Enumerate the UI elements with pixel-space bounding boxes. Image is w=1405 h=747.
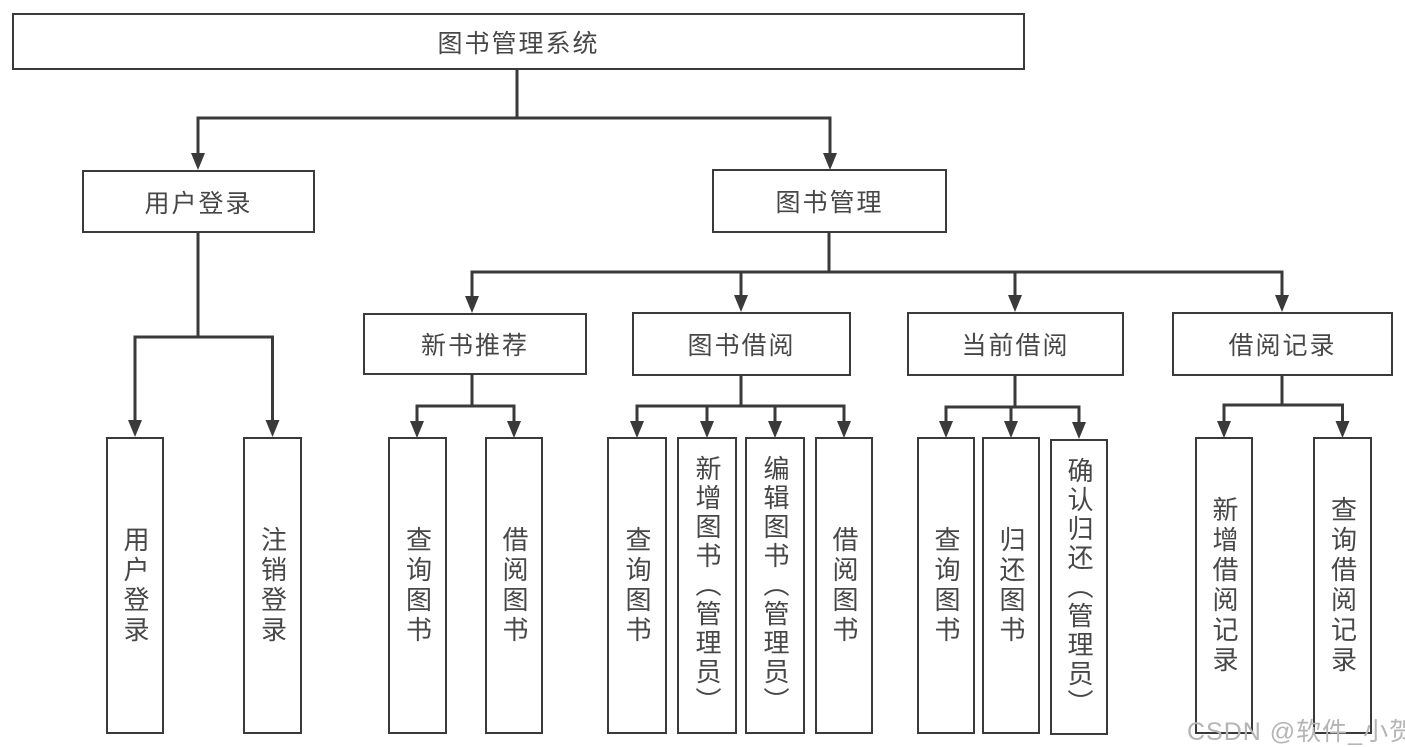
node-book-borrow: 图书借阅 bbox=[632, 312, 851, 376]
leaf-return-books: 归还图书 bbox=[982, 437, 1040, 734]
leaf-label: 查询借阅记录 bbox=[1327, 495, 1358, 676]
leaf-label: 借阅图书 bbox=[829, 525, 859, 646]
leaf-add-borrow-record: 新增借阅记录 bbox=[1195, 437, 1253, 734]
node-book-management: 图书管理 bbox=[712, 169, 947, 233]
leaf-label: 归还图书 bbox=[996, 525, 1026, 646]
node-borrow-records: 借阅记录 bbox=[1172, 312, 1393, 376]
leaf-query-books-borrow: 查询图书 bbox=[607, 437, 667, 734]
node-user-login: 用户登录 bbox=[82, 170, 315, 233]
node-label: 当前借阅 bbox=[961, 332, 1070, 360]
leaf-confirm-return-admin: 确认归还（管理员） bbox=[1050, 439, 1108, 735]
leaf-label: 编辑图书（管理员） bbox=[760, 455, 790, 716]
node-new-book-recommend: 新书推荐 bbox=[363, 313, 587, 375]
leaf-add-books-admin: 新增图书（管理员） bbox=[677, 437, 737, 734]
leaf-label: 借阅图书 bbox=[499, 525, 529, 646]
csdn-watermark: CSDN @软件_小贺同学 bbox=[1187, 718, 1405, 746]
node-label: 图书管理系统 bbox=[437, 29, 600, 58]
leaf-label: 新增借阅记录 bbox=[1209, 495, 1239, 676]
node-current-borrow: 当前借阅 bbox=[907, 312, 1124, 376]
leaf-user-login: 用户登录 bbox=[106, 437, 164, 734]
leaf-label: 注销登录 bbox=[257, 525, 288, 646]
leaf-label: 查询图书 bbox=[931, 525, 961, 646]
leaf-query-books-current: 查询图书 bbox=[917, 437, 975, 734]
node-label: 图书借阅 bbox=[687, 332, 796, 360]
leaf-label: 新增图书（管理员） bbox=[692, 455, 722, 716]
leaf-borrow-books-recommend: 借阅图书 bbox=[485, 437, 543, 734]
leaf-query-books-recommend: 查询图书 bbox=[388, 437, 447, 734]
leaf-borrow-books: 借阅图书 bbox=[815, 437, 873, 734]
leaf-edit-books-admin: 编辑图书（管理员） bbox=[745, 437, 805, 734]
node-label: 用户登录 bbox=[144, 189, 253, 218]
leaf-query-borrow-record: 查询借阅记录 bbox=[1313, 437, 1372, 734]
leaf-label: 查询图书 bbox=[402, 525, 433, 646]
leaf-label: 用户登录 bbox=[120, 525, 150, 646]
node-root-system: 图书管理系统 bbox=[12, 13, 1025, 70]
node-label: 新书推荐 bbox=[420, 332, 529, 360]
leaf-label: 查询图书 bbox=[622, 525, 652, 646]
leaf-logout-login: 注销登录 bbox=[243, 437, 302, 734]
node-label: 借阅记录 bbox=[1228, 332, 1337, 360]
arrowheads bbox=[128, 153, 1350, 439]
node-label: 图书管理 bbox=[775, 189, 884, 217]
leaf-label: 确认归还（管理员） bbox=[1064, 456, 1094, 718]
